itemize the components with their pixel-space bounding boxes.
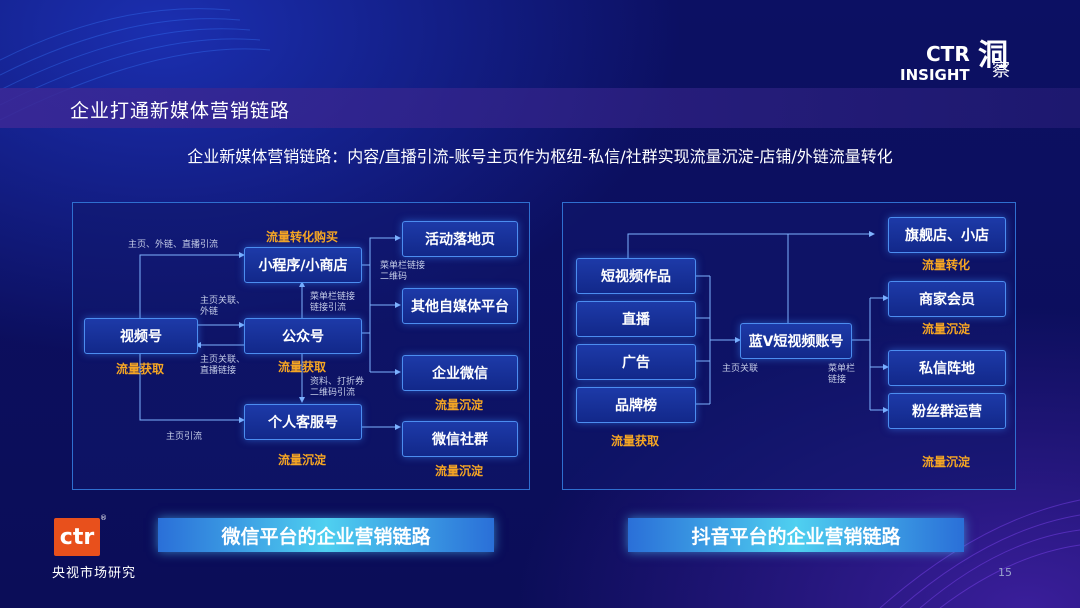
node-ads: 广告 xyxy=(576,344,696,380)
label-video-to-official-1: 主页关联、 xyxy=(200,296,246,306)
ctr-logo: ctr xyxy=(54,518,100,556)
label-to-bluev: 主页关联 xyxy=(722,364,759,374)
tag-flagship: 流量转化 xyxy=(921,258,970,272)
ctr-registered-mark: ® xyxy=(100,514,107,522)
tag-community: 流量沉淀 xyxy=(434,464,483,478)
wechat-banner: 微信平台的企业营销链路 xyxy=(158,518,494,552)
logo-cn-1: 洞 xyxy=(978,38,1008,73)
node-video: 视频号 xyxy=(84,318,198,354)
logo-ctr-text: CTR xyxy=(926,42,970,66)
node-personal: 个人客服号 xyxy=(244,404,362,440)
logo-insight-text: INSIGHT xyxy=(900,66,970,84)
tag-member: 流量沉淀 xyxy=(921,322,970,336)
page-number: 15 xyxy=(998,566,1012,579)
label-mini-to-landing-2: 二维码 xyxy=(380,272,408,282)
tag-miniprogram: 流量转化购买 xyxy=(265,230,338,244)
label-official-to-personal-1: 资料、打折券 xyxy=(310,377,365,387)
label-official-to-video-1: 主页关联、 xyxy=(200,355,246,365)
node-official: 公众号 xyxy=(244,318,362,354)
label-video-to-mini: 主页、外链、直播引流 xyxy=(128,240,219,250)
ctr-company-name: 央视市场研究 xyxy=(52,566,137,581)
node-fans: 粉丝群运营 xyxy=(888,393,1006,429)
node-live: 直播 xyxy=(576,301,696,337)
label-video-to-personal: 主页引流 xyxy=(166,432,203,442)
logo-cn-2: 察 xyxy=(992,60,1010,81)
node-miniprogram: 小程序/小商店 xyxy=(244,247,362,283)
label-official-to-video-2: 直播链接 xyxy=(200,366,237,376)
node-community: 微信社群 xyxy=(402,421,518,457)
douyin-banner: 抖音平台的企业营销链路 xyxy=(628,518,964,552)
tag-acquire: 流量获取 xyxy=(610,434,659,448)
ctr-insight-logo: CTR INSIGHT 洞 察 xyxy=(900,38,1030,88)
label-official-to-mini-2: 链接引流 xyxy=(310,303,347,313)
header-band xyxy=(0,88,1080,128)
node-short-video: 短视频作品 xyxy=(576,258,696,294)
tag-video: 流量获取 xyxy=(115,362,164,376)
label-official-to-mini-1: 菜单栏链接 xyxy=(310,292,356,302)
node-landing: 活动落地页 xyxy=(402,221,518,257)
node-othermedia: 其他自媒体平台 xyxy=(402,288,518,324)
tag-personal: 流量沉淀 xyxy=(277,453,326,467)
label-video-to-official-2: 外链 xyxy=(200,307,219,317)
page-subtitle: 企业新媒体营销链路：内容/直播引流-账号主页作为枢纽-私信/社群实现流量沉淀-店… xyxy=(187,147,893,166)
node-flagship: 旗舰店、小店 xyxy=(888,217,1006,253)
tag-wework: 流量沉淀 xyxy=(434,398,483,412)
node-member: 商家会员 xyxy=(888,281,1006,317)
label-from-bluev-2: 链接 xyxy=(828,375,847,385)
tag-fans: 流量沉淀 xyxy=(921,455,970,469)
page-title: 企业打通新媒体营销链路 xyxy=(70,100,291,122)
label-mini-to-landing-1: 菜单栏链接 xyxy=(380,261,426,271)
node-bluev: 蓝V短视频账号 xyxy=(740,323,852,359)
label-official-to-personal-2: 二维码引流 xyxy=(310,388,356,398)
node-brandlist: 品牌榜 xyxy=(576,387,696,423)
node-wework: 企业微信 xyxy=(402,355,518,391)
tag-official: 流量获取 xyxy=(277,360,326,374)
label-from-bluev-1: 菜单栏 xyxy=(828,364,856,374)
node-dm: 私信阵地 xyxy=(888,350,1006,386)
